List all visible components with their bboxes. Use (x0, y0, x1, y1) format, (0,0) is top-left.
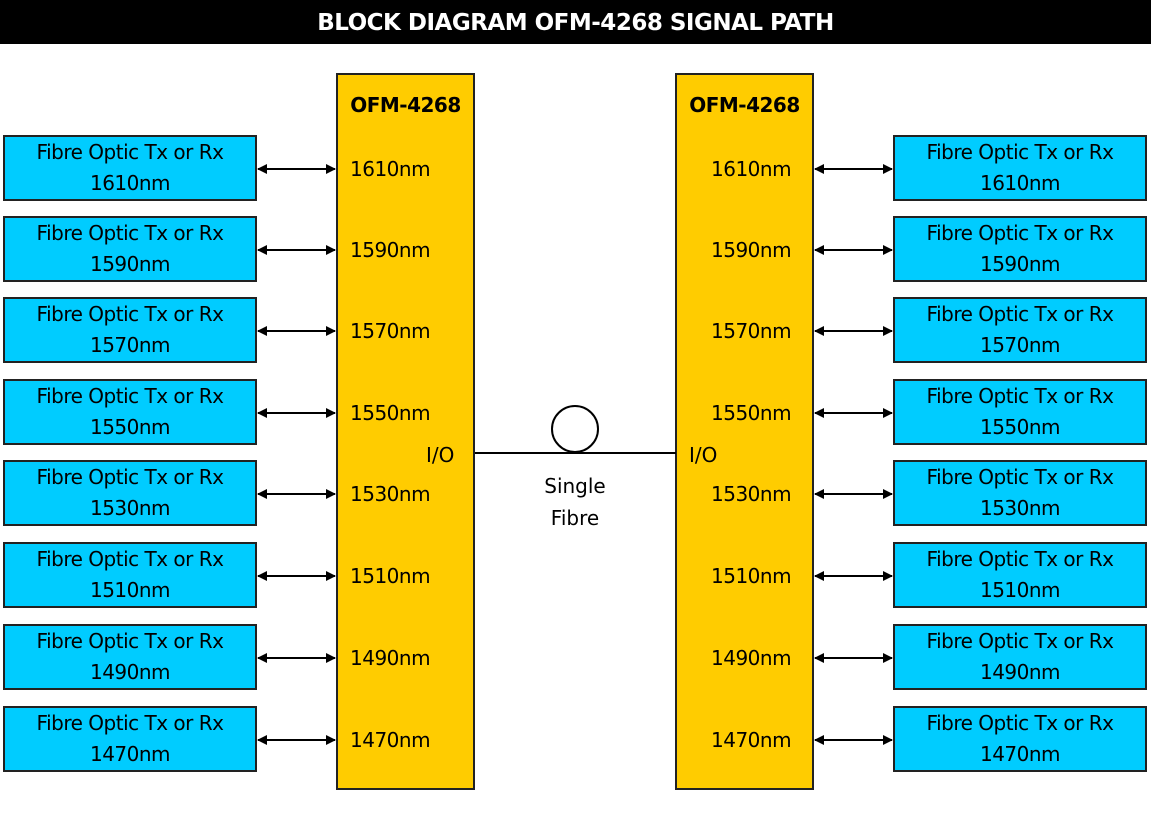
device-wavelength: 1550nm (89, 415, 171, 439)
fibre-label-line2: Fibre (550, 506, 600, 530)
device-wavelength: 1550nm (979, 415, 1061, 439)
mux-port-left-1570nm: 1570nm (350, 319, 431, 343)
fibre-spool-icon (551, 405, 599, 453)
device-label: Fibre Optic Tx or Rx (926, 384, 1114, 408)
mux-right-title: OFM-4268 (689, 93, 800, 117)
device-label: Fibre Optic Tx or Rx (36, 629, 224, 653)
mux-port-left-1530nm: 1530nm (350, 482, 431, 506)
device-box-left-1610nm: Fibre Optic Tx or Rx 1610nm (3, 135, 257, 201)
device-box-right-1490nm: Fibre Optic Tx or Rx 1490nm (893, 624, 1147, 690)
device-label: Fibre Optic Tx or Rx (926, 140, 1114, 164)
mux-port-right-1570nm: 1570nm (711, 319, 792, 343)
mux-left: OFM-4268 I/O (336, 73, 475, 790)
mux-right-io: I/O (689, 443, 718, 467)
mux-left-title: OFM-4268 (350, 93, 461, 117)
device-box-left-1510nm: Fibre Optic Tx or Rx 1510nm (3, 542, 257, 608)
mux-port-left-1590nm: 1590nm (350, 238, 431, 262)
diagram-title: BLOCK DIAGRAM OFM-4268 SIGNAL PATH (0, 0, 1151, 44)
device-box-left-1590nm: Fibre Optic Tx or Rx 1590nm (3, 216, 257, 282)
device-box-right-1570nm: Fibre Optic Tx or Rx 1570nm (893, 297, 1147, 363)
device-label: Fibre Optic Tx or Rx (926, 465, 1114, 489)
device-label: Fibre Optic Tx or Rx (36, 384, 224, 408)
device-label: Fibre Optic Tx or Rx (36, 221, 224, 245)
mux-port-right-1530nm: 1530nm (711, 482, 792, 506)
mux-port-left-1490nm: 1490nm (350, 646, 431, 670)
device-wavelength: 1530nm (979, 496, 1061, 520)
mux-port-left-1470nm: 1470nm (350, 728, 431, 752)
single-fibre-label: Single Fibre (515, 470, 635, 534)
device-box-right-1470nm: Fibre Optic Tx or Rx 1470nm (893, 706, 1147, 772)
mux-port-right-1610nm: 1610nm (711, 157, 792, 181)
device-box-left-1530nm: Fibre Optic Tx or Rx 1530nm (3, 460, 257, 526)
device-box-right-1530nm: Fibre Optic Tx or Rx 1530nm (893, 460, 1147, 526)
device-label: Fibre Optic Tx or Rx (926, 221, 1114, 245)
device-wavelength: 1470nm (979, 742, 1061, 766)
device-wavelength: 1570nm (979, 333, 1061, 357)
mux-port-left-1550nm: 1550nm (350, 401, 431, 425)
device-wavelength: 1610nm (979, 171, 1061, 195)
device-wavelength: 1530nm (89, 496, 171, 520)
device-box-right-1590nm: Fibre Optic Tx or Rx 1590nm (893, 216, 1147, 282)
device-label: Fibre Optic Tx or Rx (36, 140, 224, 164)
device-wavelength: 1510nm (89, 578, 171, 602)
device-wavelength: 1610nm (89, 171, 171, 195)
device-wavelength: 1510nm (979, 578, 1061, 602)
device-box-left-1470nm: Fibre Optic Tx or Rx 1470nm (3, 706, 257, 772)
device-wavelength: 1590nm (89, 252, 171, 276)
device-wavelength: 1470nm (89, 742, 171, 766)
device-label: Fibre Optic Tx or Rx (36, 302, 224, 326)
mux-right: OFM-4268 I/O (675, 73, 814, 790)
mux-left-io: I/O (426, 443, 455, 467)
device-label: Fibre Optic Tx or Rx (36, 465, 224, 489)
device-label: Fibre Optic Tx or Rx (926, 629, 1114, 653)
mux-port-right-1590nm: 1590nm (711, 238, 792, 262)
device-wavelength: 1490nm (979, 660, 1061, 684)
device-wavelength: 1570nm (89, 333, 171, 357)
device-box-right-1610nm: Fibre Optic Tx or Rx 1610nm (893, 135, 1147, 201)
mux-port-left-1510nm: 1510nm (350, 564, 431, 588)
device-box-right-1510nm: Fibre Optic Tx or Rx 1510nm (893, 542, 1147, 608)
device-wavelength: 1590nm (979, 252, 1061, 276)
device-label: Fibre Optic Tx or Rx (36, 711, 224, 735)
device-label: Fibre Optic Tx or Rx (926, 711, 1114, 735)
mux-port-right-1550nm: 1550nm (711, 401, 792, 425)
device-box-left-1490nm: Fibre Optic Tx or Rx 1490nm (3, 624, 257, 690)
device-label: Fibre Optic Tx or Rx (36, 547, 224, 571)
device-box-left-1550nm: Fibre Optic Tx or Rx 1550nm (3, 379, 257, 445)
mux-port-left-1610nm: 1610nm (350, 157, 431, 181)
device-box-left-1570nm: Fibre Optic Tx or Rx 1570nm (3, 297, 257, 363)
mux-port-right-1510nm: 1510nm (711, 564, 792, 588)
device-label: Fibre Optic Tx or Rx (926, 302, 1114, 326)
mux-port-right-1490nm: 1490nm (711, 646, 792, 670)
device-wavelength: 1490nm (89, 660, 171, 684)
device-label: Fibre Optic Tx or Rx (926, 547, 1114, 571)
mux-port-right-1470nm: 1470nm (711, 728, 792, 752)
fibre-label-line1: Single (544, 474, 606, 498)
device-box-right-1550nm: Fibre Optic Tx or Rx 1550nm (893, 379, 1147, 445)
